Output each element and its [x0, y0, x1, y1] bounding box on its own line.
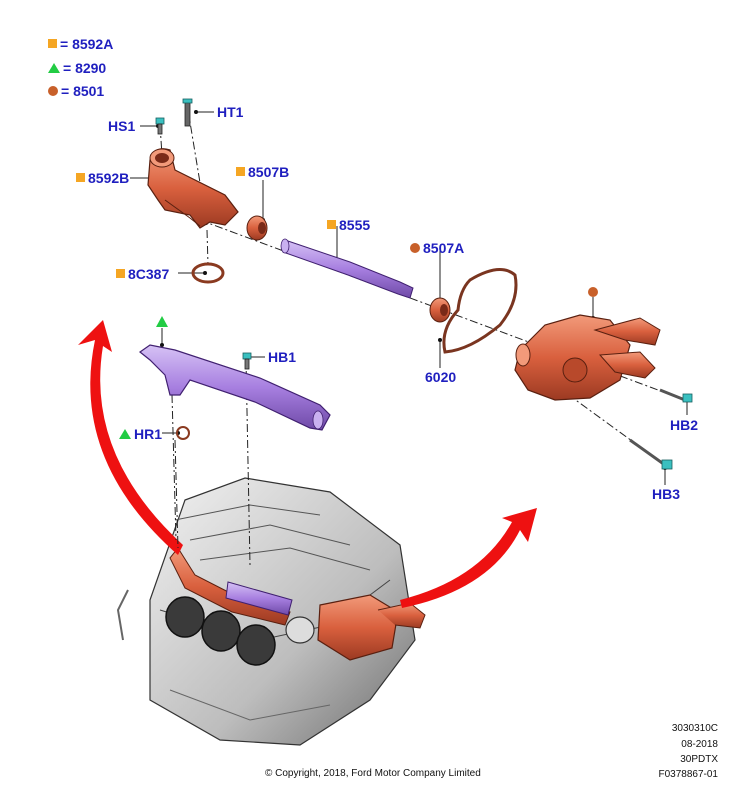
- triangle-marker-pipe: [156, 316, 168, 327]
- legend-text: = 8592A: [60, 36, 114, 52]
- gasket-6020: [442, 268, 518, 354]
- label-text: 8C387: [128, 266, 170, 282]
- label-text: 8592B: [88, 170, 130, 186]
- label-text: 8507B: [248, 164, 290, 180]
- label-8507b: 8507B: [236, 164, 289, 180]
- square-marker-icon: [76, 173, 85, 182]
- o-ring-hr1: [176, 426, 190, 440]
- label-hb3: HB3: [652, 486, 681, 502]
- triangle-marker-icon: [48, 63, 60, 73]
- engine-block: [116, 477, 426, 746]
- label-8592b: 8592B: [76, 170, 129, 186]
- circle-marker-icon: [48, 86, 58, 96]
- doc-code: 3030310C: [671, 723, 718, 734]
- label-text: 8507A: [423, 240, 465, 256]
- label-6020: 6020: [425, 369, 457, 385]
- square-marker-icon: [48, 39, 57, 48]
- legend-item-triangle: = 8290: [48, 60, 106, 76]
- square-marker-icon: [116, 269, 125, 278]
- label-8555: 8555: [327, 217, 370, 233]
- square-marker-icon: [327, 220, 336, 229]
- square-marker-icon: [236, 167, 245, 176]
- bolt-hb2: [659, 388, 693, 403]
- cylinder-bore-1: [165, 596, 205, 638]
- red-arrow-right: [400, 508, 537, 608]
- o-ring-8c387: [191, 262, 225, 284]
- seal-8507a: [429, 297, 451, 323]
- thermostat-housing-8592b: [147, 148, 239, 229]
- circle-marker-pump: [588, 287, 598, 297]
- doc-date: 08-2018: [681, 739, 718, 750]
- cylinder-bore-2: [201, 610, 241, 652]
- doc-model: 30PDTX: [680, 754, 718, 765]
- copyright-text: © Copyright, 2018, Ford Motor Company Li…: [265, 768, 481, 779]
- bolt-hb1: [242, 352, 252, 370]
- label-hr1: HR1: [119, 426, 162, 442]
- label-hb2: HB2: [670, 417, 699, 433]
- legend-item-square: = 8592A: [48, 36, 113, 52]
- label-text: 8555: [339, 217, 371, 233]
- doc-figure-id: F0378867-01: [658, 769, 719, 780]
- triangle-marker-icon: [119, 429, 131, 439]
- bolt-hs1: [155, 117, 165, 135]
- legend-item-circle: = 8501: [48, 83, 104, 99]
- label-hb1: HB1: [268, 349, 297, 365]
- bolt-hb3: [629, 438, 673, 470]
- legend-text: = 8290: [63, 60, 107, 76]
- coolant-tube-8555: [280, 238, 414, 299]
- label-text: HR1: [134, 426, 163, 442]
- seal-8507b: [246, 215, 268, 241]
- cylinder-bore-3: [236, 624, 276, 666]
- circle-marker-icon: [410, 243, 420, 253]
- coolant-pipe-lower: [138, 344, 331, 431]
- water-pump-assembly: [514, 314, 661, 401]
- label-ht1: HT1: [217, 104, 244, 120]
- label-8507a: 8507A: [410, 240, 464, 256]
- label-8c387: 8C387: [116, 266, 169, 282]
- red-arrow-left: [78, 320, 183, 555]
- leader-lines: [130, 111, 688, 485]
- stud-ht1: [182, 98, 193, 127]
- label-hs1: HS1: [108, 118, 136, 134]
- legend-text: = 8501: [61, 83, 105, 99]
